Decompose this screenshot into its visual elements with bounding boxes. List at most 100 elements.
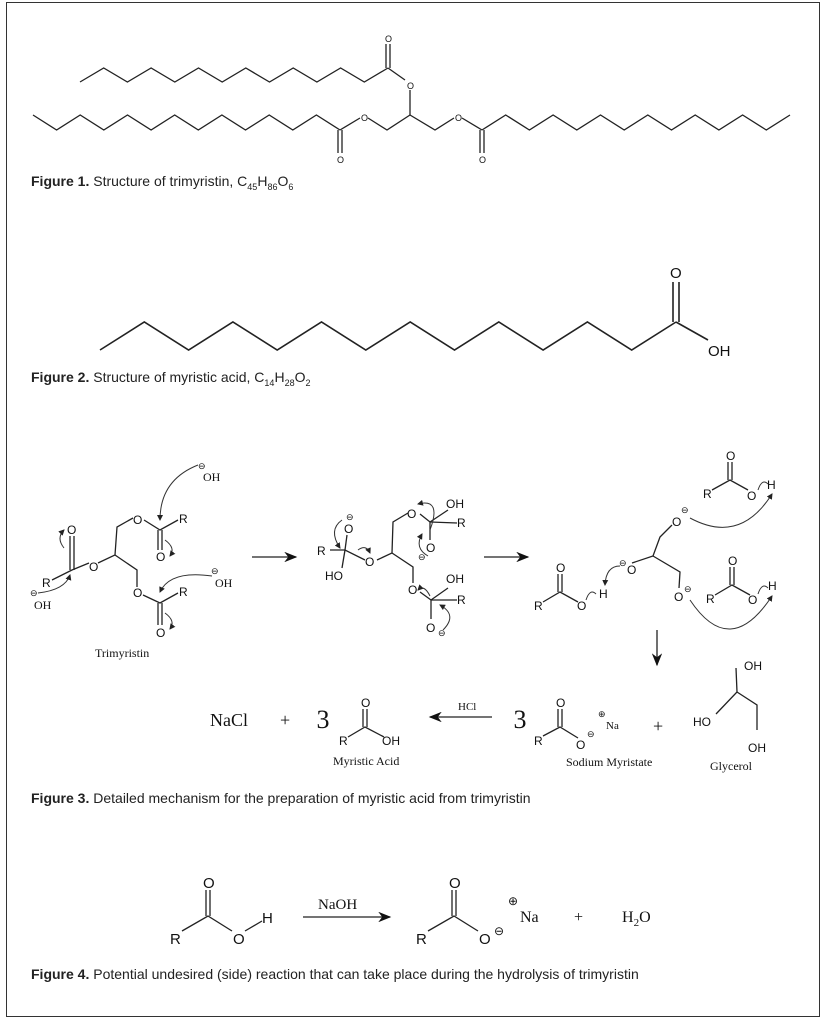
figure1-caption: Figure 1. Structure of trimyristin, C45H…	[31, 173, 293, 192]
atom-o: O	[156, 626, 165, 640]
atom-ho: HO	[693, 715, 711, 729]
atom-o: O	[556, 561, 565, 575]
atom-o: O	[728, 554, 737, 568]
atom-r: R	[534, 599, 543, 613]
atom-o: O	[361, 696, 370, 710]
atom-r: R	[703, 487, 712, 501]
svg-text:O: O	[67, 523, 76, 537]
atom-o: O	[385, 34, 392, 44]
atom-o: O	[479, 155, 486, 165]
atom-o: O	[672, 515, 681, 529]
atom-o: O	[449, 875, 461, 892]
atom-oh: OH	[748, 741, 766, 755]
atom-o: O	[426, 621, 435, 635]
atom-o: O	[674, 590, 683, 604]
atom-na: Na	[606, 720, 619, 732]
myristic-acid-structure: O OH	[99, 265, 731, 360]
minus-charge: ⊖	[619, 558, 627, 568]
hydroxide: OH	[34, 598, 52, 612]
hcl-reagent: HCl	[458, 701, 476, 713]
atom-h: H	[262, 910, 273, 927]
coefficient: 3	[317, 705, 330, 734]
atom-oh: OH	[446, 497, 464, 511]
minus-charge: ⊖	[438, 628, 446, 638]
figure3-caption: Figure 3. Detailed mechanism for the pre…	[31, 790, 531, 806]
sodium-myristate-label: Sodium Myristate	[566, 755, 652, 769]
trimyristin-label: Trimyristin	[95, 646, 149, 660]
caption-text: Potential undesired (side) reaction that…	[93, 966, 639, 982]
atom-oh: OH	[382, 734, 400, 748]
atom-o: O	[627, 563, 636, 577]
atom-o: O	[133, 586, 142, 600]
atom-r: R	[170, 931, 181, 948]
mechanism-tetrahedral-intermediate: R O ⊖ HO O O OH R O ⊖ O OH R O ⊖	[317, 497, 466, 638]
atom-o: O	[577, 599, 586, 613]
atom-o: O	[408, 583, 417, 597]
minus-charge: ⊖	[587, 729, 595, 739]
mechanism-step1-trimyristin: O R O O R O O R O ⊖ OH ⊖ OH ⊖ OH Trimyri…	[30, 461, 233, 660]
atom-o: O	[337, 155, 344, 165]
minus-charge: ⊖	[418, 552, 426, 562]
figure4-caption: Figure 4. Potential undesired (side) rea…	[31, 966, 639, 982]
plus-sign: +	[653, 716, 663, 736]
atom-r: R	[534, 734, 543, 748]
atom-o: O	[479, 931, 491, 948]
naoh-reagent: NaOH	[318, 897, 357, 913]
minus-charge: ⊖	[494, 924, 504, 938]
atom-o: O	[89, 560, 98, 574]
caption-text: Structure of trimyristin,	[93, 173, 238, 189]
atom-r: R	[457, 516, 466, 530]
minus-charge: ⊖	[211, 566, 219, 576]
caption-label: Figure 2.	[31, 369, 90, 385]
atom-r: R	[339, 734, 348, 748]
atom-o: O	[670, 265, 682, 282]
mechanism-proton-transfer: O ⊖ O ⊖ O ⊖ O R O H O R O H O R O H	[534, 449, 777, 630]
caption-text: Detailed mechanism for the preparation o…	[93, 790, 531, 806]
atom-h: H	[767, 478, 776, 492]
atom-o: O	[576, 738, 585, 752]
atom-h: H	[599, 587, 608, 601]
caption-text: Structure of myristic acid,	[93, 369, 255, 385]
page-border	[6, 2, 820, 1017]
atom-o: O	[747, 489, 756, 503]
atom-o: O	[407, 81, 414, 91]
atom-o: O	[344, 522, 353, 536]
nacl: NaCl	[210, 710, 248, 730]
atom-r: R	[179, 512, 188, 526]
plus-charge: ⊕	[508, 894, 518, 908]
caption-label: Figure 1.	[31, 173, 90, 189]
atom-r: R	[457, 593, 466, 607]
atom-r: R	[706, 592, 715, 606]
svg-text:R: R	[317, 544, 326, 558]
products-row: 3 O R O ⊖ ⊕ Na Sodium Myristate + OH HO …	[210, 659, 766, 773]
atom-o: O	[133, 513, 142, 527]
atom-oh: OH	[744, 659, 762, 673]
atom-r: R	[416, 931, 427, 948]
atom-o: O	[748, 593, 757, 607]
caption-label: Figure 3.	[31, 790, 90, 806]
minus-charge: ⊖	[30, 588, 38, 598]
coefficient: 3	[514, 705, 527, 734]
minus-charge: ⊖	[684, 584, 692, 594]
atom-o: O	[361, 113, 368, 123]
atom-o: O	[556, 696, 565, 710]
figure2-caption: Figure 2. Structure of myristic acid, C1…	[31, 369, 310, 388]
hydroxide: OH	[203, 470, 221, 484]
plus-sign: +	[574, 909, 583, 926]
glycerol-label: Glycerol	[710, 759, 753, 773]
minus-charge: ⊖	[198, 461, 206, 471]
atom-o: O	[203, 875, 215, 892]
trimyristin-structure: O O O O O O	[32, 34, 791, 165]
atom-o: O	[726, 449, 735, 463]
atom-r: R	[179, 585, 188, 599]
plus-charge: ⊕	[598, 709, 606, 719]
myristic-acid-label: Myristic Acid	[333, 754, 399, 768]
atom-na: Na	[520, 909, 539, 926]
atom-o: O	[233, 931, 245, 948]
atom-o: O	[407, 507, 416, 521]
formula: C14H28O2	[254, 369, 311, 388]
atom-h: H	[768, 579, 777, 593]
caption-label: Figure 4.	[31, 966, 90, 982]
formula: C45H86O6	[237, 173, 294, 192]
